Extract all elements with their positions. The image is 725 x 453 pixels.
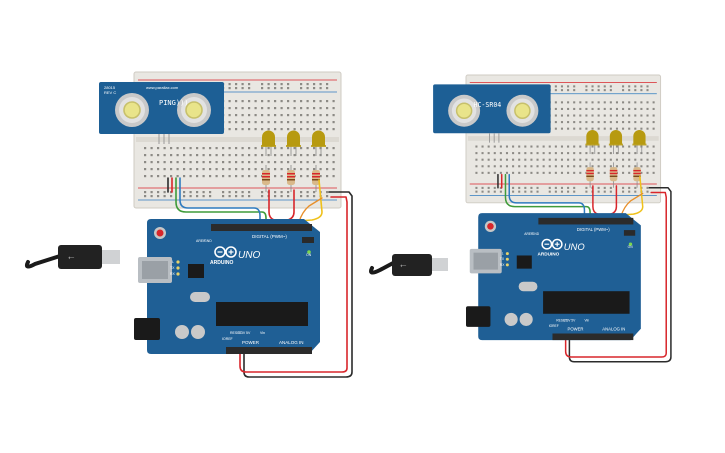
v5-label: 5V	[246, 331, 251, 335]
circuit-ping: PING))) 28015 REV C www.parallax.com ARD…	[98, 71, 353, 378]
sensor-rev-label: REV C	[104, 90, 116, 95]
sensor-name-label: PING)))	[159, 99, 189, 107]
usb-symbol-icon: ⭠	[68, 253, 75, 262]
aref-label: AREF	[196, 239, 205, 243]
sensor-model-label: 28015	[104, 85, 116, 90]
rx-led-label: RX	[500, 263, 505, 267]
l-led-label: L	[502, 252, 504, 256]
analog-label: ANALOG IN	[279, 340, 304, 345]
vin-label: Vin	[584, 318, 589, 322]
on-label: ON	[628, 245, 634, 249]
rx-led-label: RX	[170, 272, 176, 276]
tx-led-label: TX	[170, 266, 175, 270]
board-name-label: UNO	[238, 250, 260, 261]
aref-label: AREF	[524, 232, 533, 236]
v5-label: 5V	[571, 318, 576, 322]
l-led-label: L	[172, 260, 174, 264]
reset-label: RESET	[556, 318, 567, 322]
ioref-label: IOREF	[549, 324, 559, 328]
v33-label: 3.3V	[564, 318, 572, 322]
v33-label: 3.3V	[238, 331, 246, 335]
ioref-label: IOREF	[222, 337, 233, 341]
circuit-hcsr04: HC-SR04 ARDUINO UNO DIGITAL (PWM~) POWER…	[432, 74, 672, 363]
power-label: POWER	[242, 340, 260, 345]
sensor-name-label: HC-SR04	[474, 101, 502, 109]
gnd-label: GND	[204, 239, 212, 243]
sensor-url-label: www.parallax.com	[146, 85, 179, 90]
vin-label: Vin	[260, 331, 265, 335]
usb-symbol-icon: ⭠	[400, 261, 407, 270]
board-brand-label: ARDUINO	[537, 251, 559, 256]
digital-label: DIGITAL (PWM~)	[577, 227, 610, 232]
usb-cable-1[interactable]: ⭠	[24, 245, 120, 269]
reset-label: RESET	[230, 331, 243, 335]
power-label: POWER	[568, 327, 584, 332]
on-label: ON	[306, 253, 312, 257]
board-brand-label: ARDUINO	[210, 260, 233, 266]
gnd-label: GND	[532, 232, 540, 236]
board-name-label: UNO	[564, 241, 586, 252]
usb-cable-2[interactable]: ⭠	[369, 254, 448, 276]
digital-label: DIGITAL (PWM~)	[252, 234, 287, 239]
tx-led-label: TX	[500, 257, 505, 261]
analog-label: ANALOG IN	[602, 327, 625, 332]
